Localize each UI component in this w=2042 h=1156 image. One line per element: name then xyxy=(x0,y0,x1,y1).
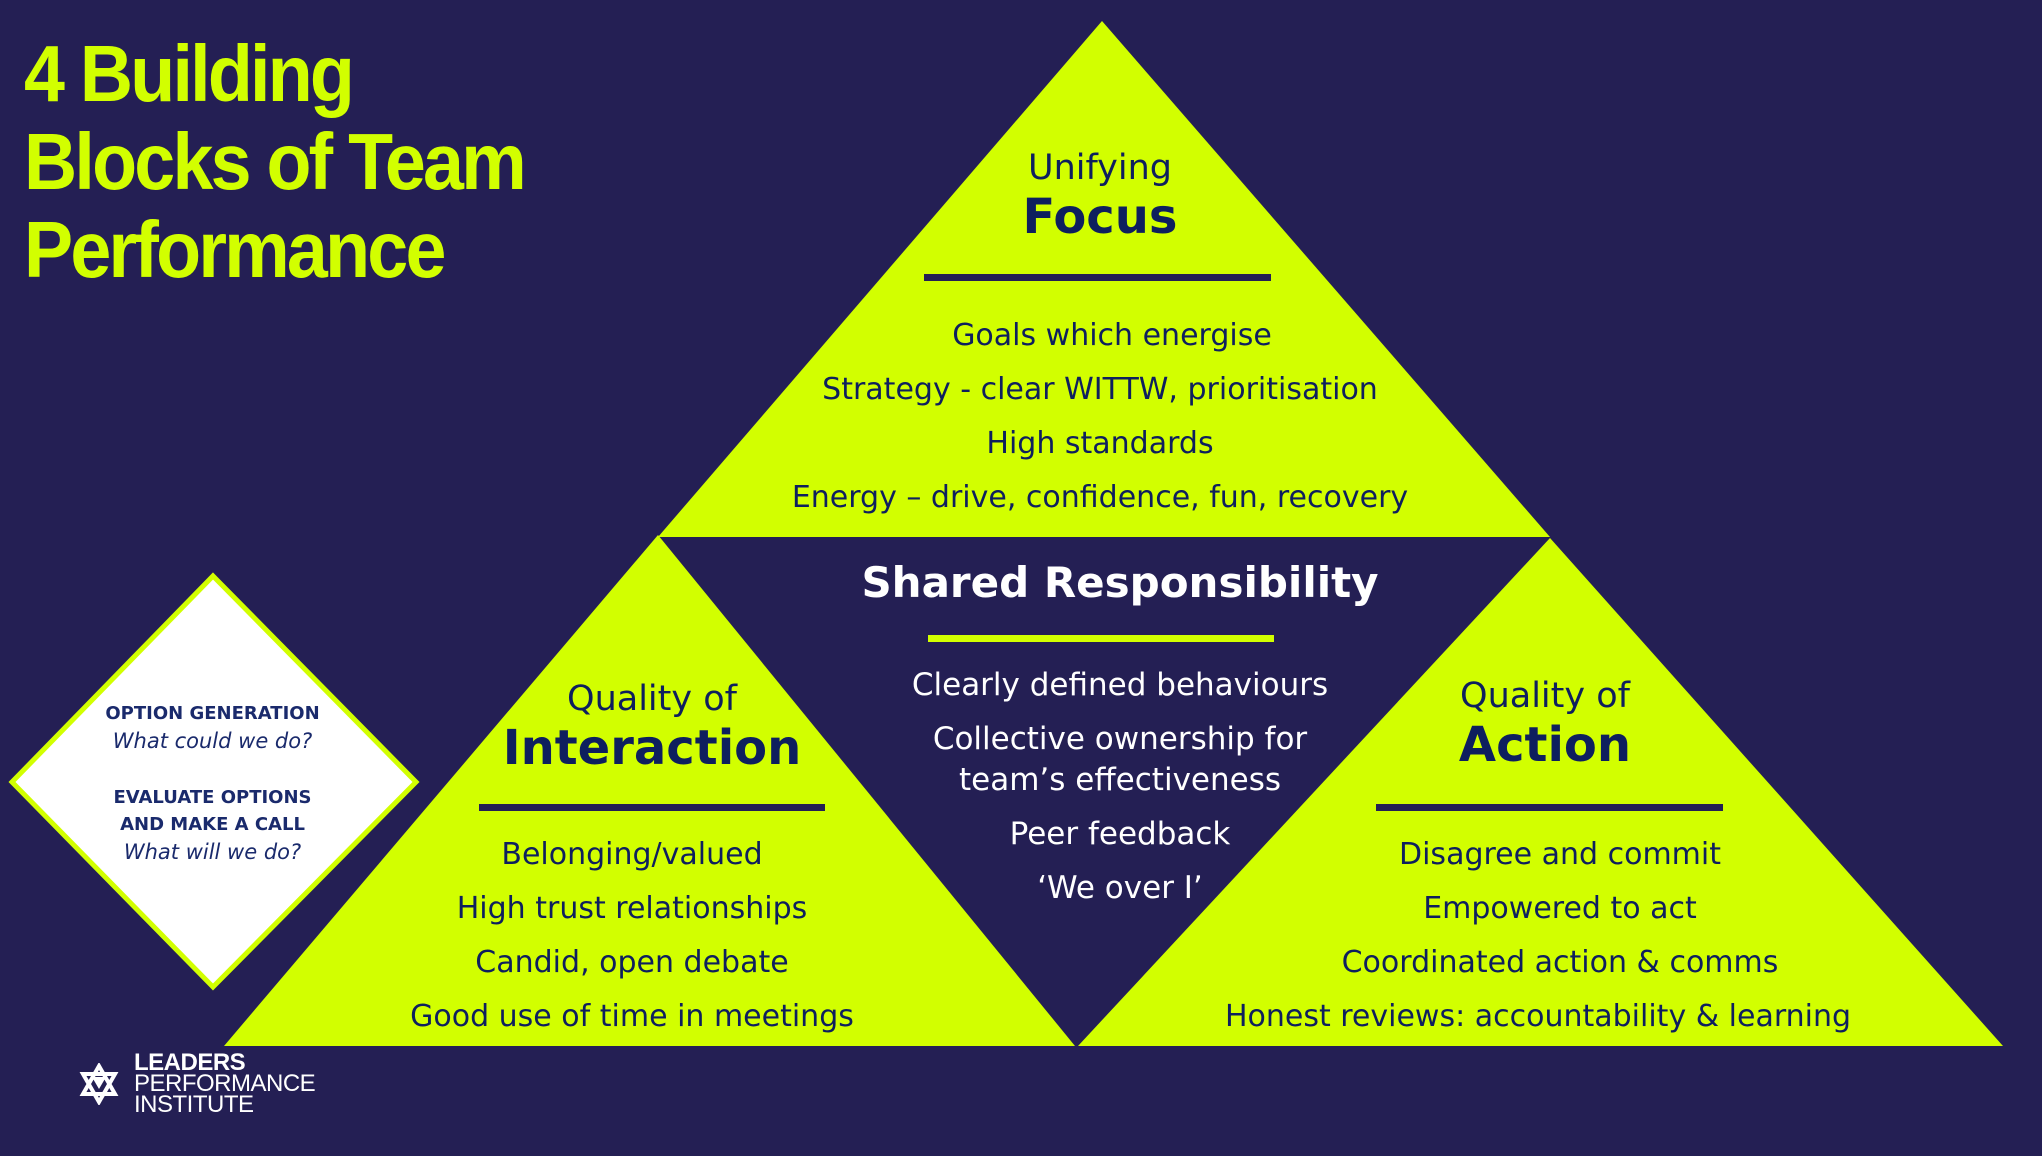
page-title: 4 Building Blocks of Team Performance xyxy=(24,29,527,294)
interaction-item: Good use of time in meetings xyxy=(410,999,854,1034)
option-generation-heading: OPTION GENERATION xyxy=(105,703,320,724)
action-items: Disagree and commit Empowered to act Coo… xyxy=(1138,828,1938,1044)
focus-subtitle: Unifying xyxy=(1027,148,1173,188)
title-line: Performance xyxy=(24,205,446,294)
interaction-title: Interaction xyxy=(502,720,802,776)
leaders-performance-institute-logo: LEADERS PERFORMANCE INSTITUTE xyxy=(78,1049,316,1118)
focus-heading: Unifying Focus xyxy=(900,147,1300,245)
action-item: Empowered to act xyxy=(1423,891,1697,926)
action-subtitle: Quality of xyxy=(1460,676,1630,716)
title-line: Blocks of Team xyxy=(24,117,527,206)
evaluate-options-heading: AND MAKE A CALL xyxy=(120,814,305,835)
logo-line: PERFORMANCE xyxy=(134,1070,316,1097)
interaction-subtitle: Quality of xyxy=(567,679,737,719)
shared-heading: Shared Responsibility xyxy=(861,558,1379,607)
action-triangle xyxy=(1078,538,2003,1046)
action-divider xyxy=(1376,804,1723,811)
logo-line: INSTITUTE xyxy=(134,1091,254,1118)
decision-diamond-text: OPTION GENERATION What could we do? EVAL… xyxy=(60,700,365,867)
shared-item: team’s effectiveness xyxy=(958,762,1282,798)
interaction-triangle xyxy=(224,535,1075,1046)
action-title: Action xyxy=(1458,717,1632,773)
interaction-heading: Quality of Interaction xyxy=(452,678,852,776)
logo-wordmark: LEADERS PERFORMANCE INSTITUTE xyxy=(134,1049,316,1118)
focus-divider xyxy=(924,274,1271,281)
focus-item: High standards xyxy=(986,426,1214,461)
action-item: Coordinated action & comms xyxy=(1341,945,1779,980)
focus-item: Energy – drive, confidence, fun, recover… xyxy=(791,480,1409,515)
action-heading: Quality of Action xyxy=(1345,675,1745,773)
focus-items: Goals which energise Strategy - clear WI… xyxy=(700,309,1500,525)
focus-item: Strategy - clear WITTW, prioritisation xyxy=(822,372,1378,407)
title-line: 4 Building xyxy=(24,29,355,118)
interaction-item: High trust relationships xyxy=(456,891,808,926)
shared-divider xyxy=(928,635,1274,642)
shared-items: Clearly defined behaviours Collective ow… xyxy=(860,665,1380,909)
star-knot-icon xyxy=(79,1062,119,1105)
interaction-items: Belonging/valued High trust relationship… xyxy=(332,828,932,1044)
option-generation-question: What could we do? xyxy=(112,729,313,753)
focus-item: Goals which energise xyxy=(952,318,1272,353)
shared-item: ‘We over I’ xyxy=(1037,870,1203,906)
evaluate-options-question: What will we do? xyxy=(123,840,302,864)
logo-line: LEADERS xyxy=(134,1049,246,1076)
interaction-item: Candid, open debate xyxy=(475,945,789,980)
interaction-item: Belonging/valued xyxy=(501,837,763,872)
shared-item: Collective ownership for xyxy=(932,721,1308,757)
shared-item: Peer feedback xyxy=(1009,816,1231,852)
interaction-divider xyxy=(479,804,825,811)
action-item: Disagree and commit xyxy=(1399,837,1721,872)
evaluate-options-heading: EVALUATE OPTIONS xyxy=(113,787,312,808)
decision-diamond xyxy=(8,572,420,991)
action-item: Honest reviews: accountability & learnin… xyxy=(1224,999,1852,1034)
focus-title: Focus xyxy=(1022,189,1178,245)
shared-item: Clearly defined behaviours xyxy=(911,667,1329,703)
